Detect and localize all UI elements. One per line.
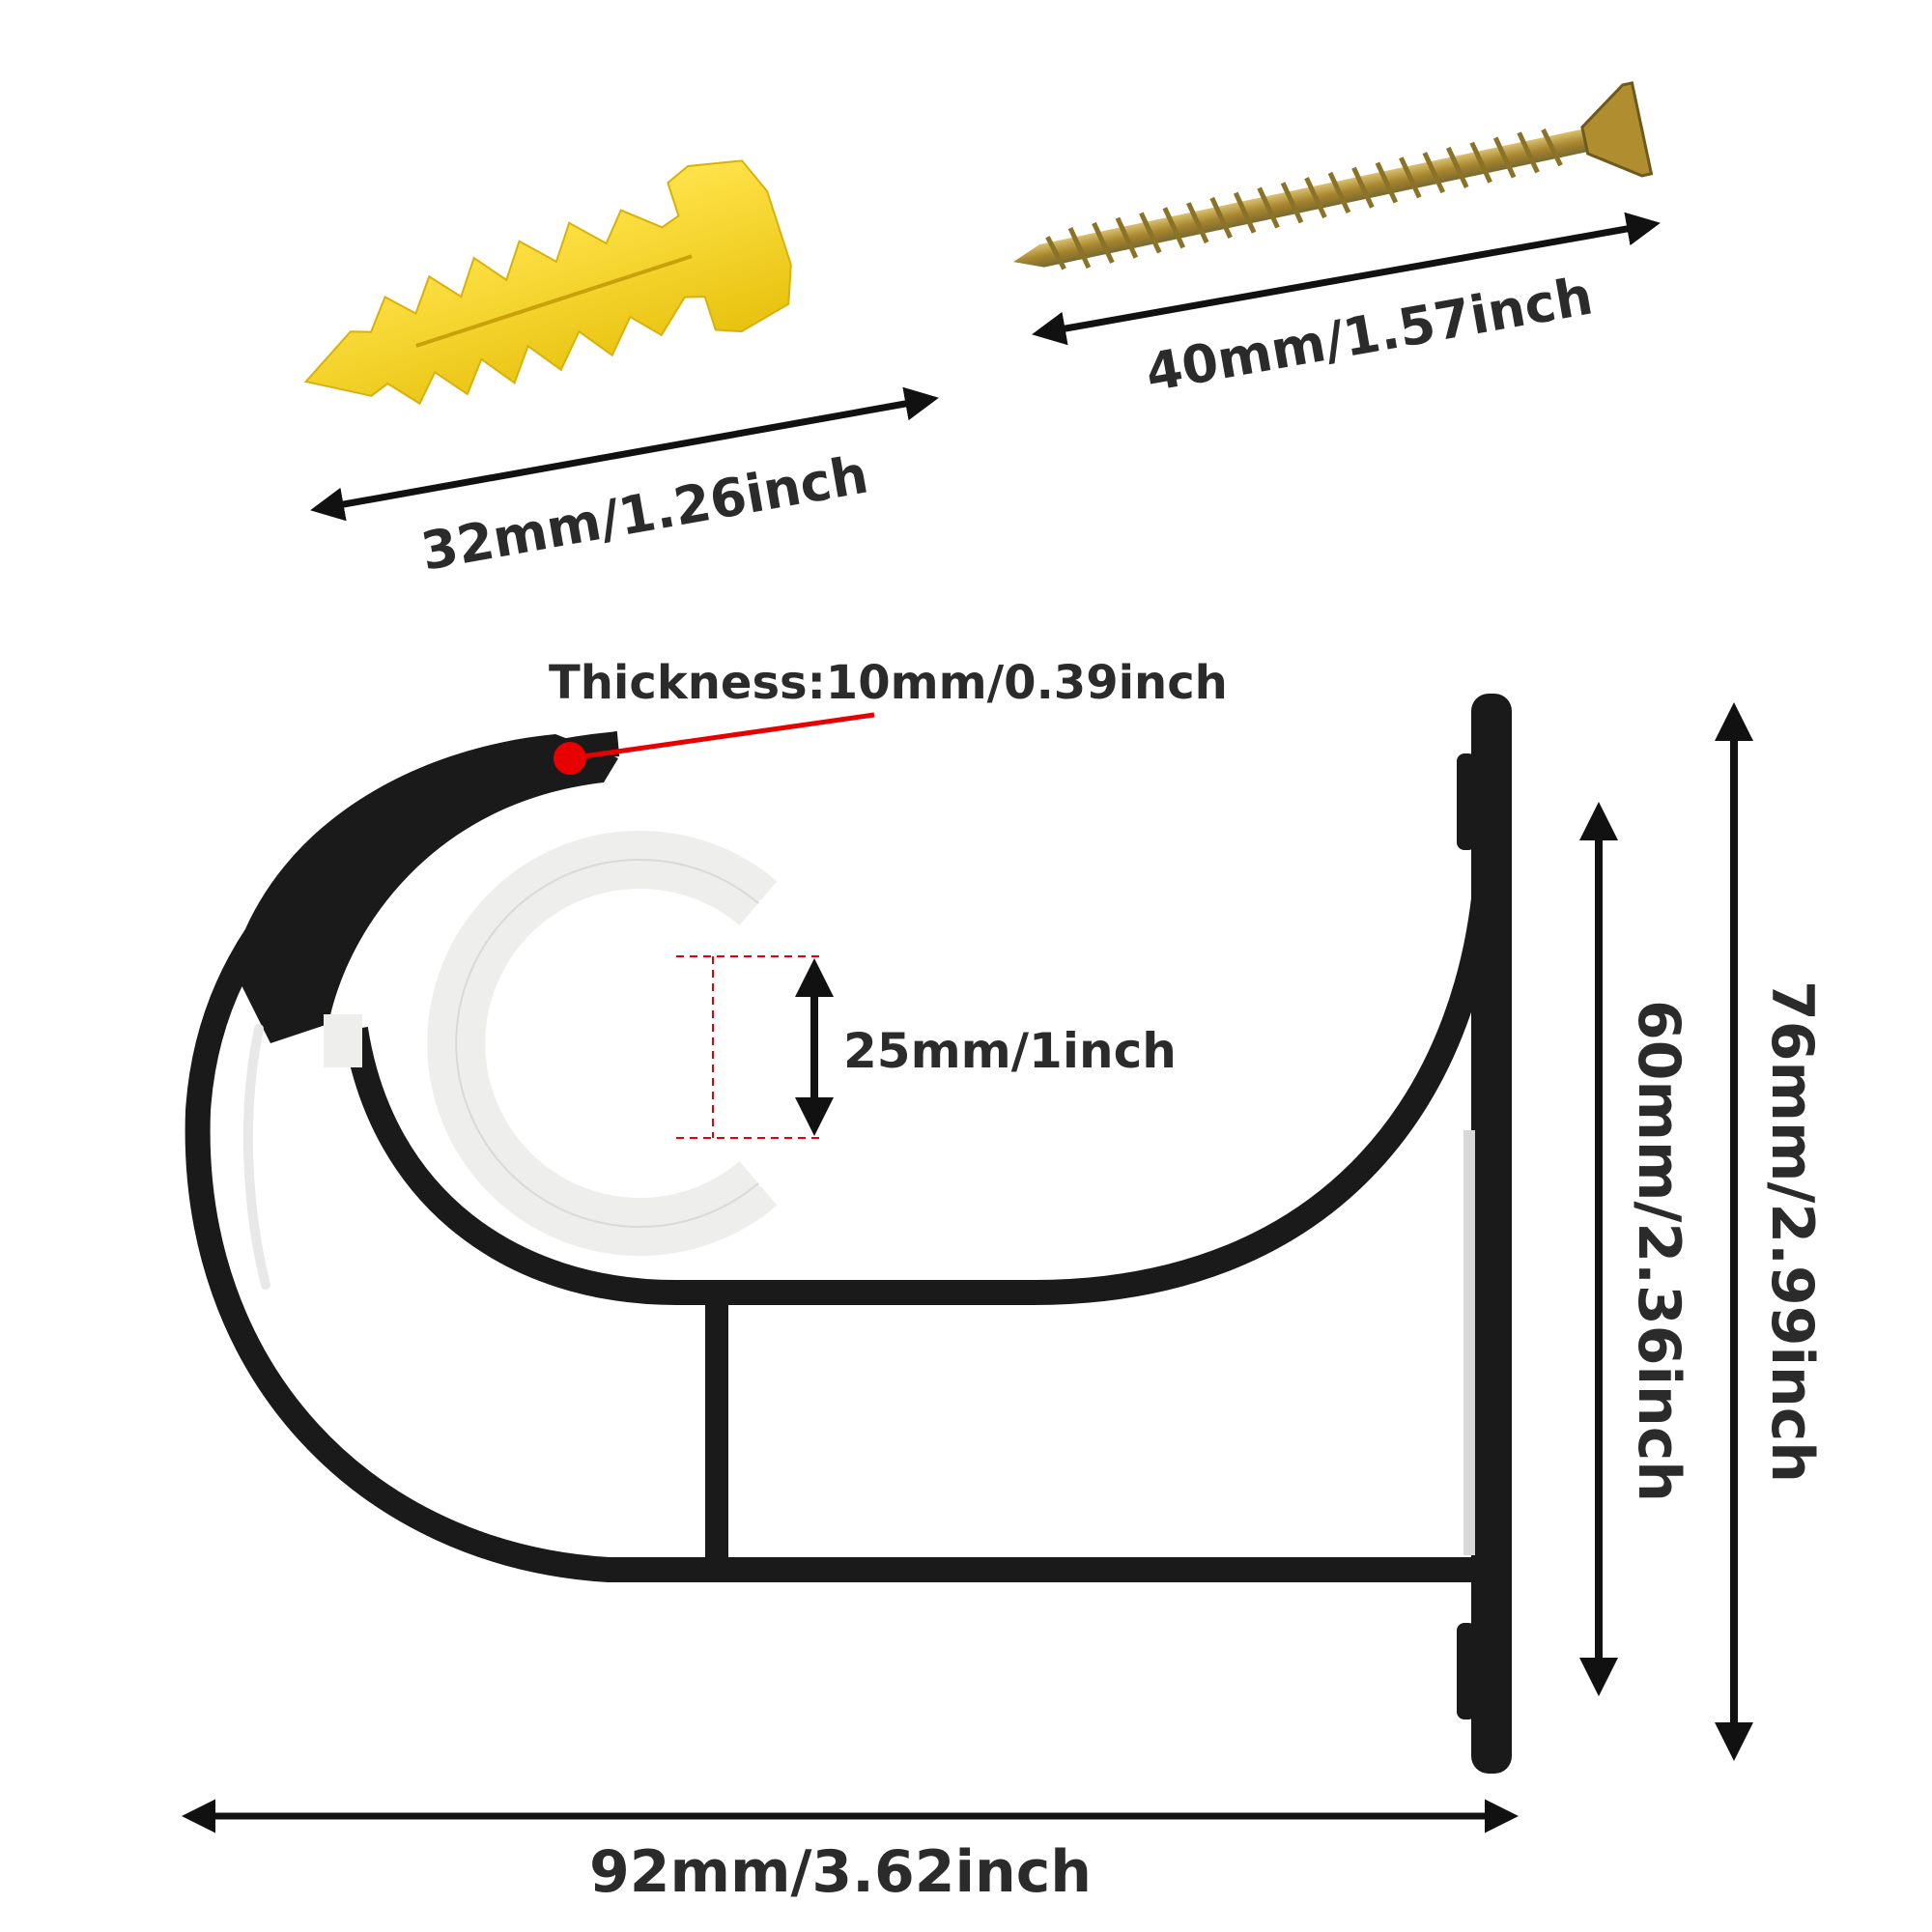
rod-diameter-label: 25mm/1inch (843, 1023, 1177, 1079)
width-label: 92mm/3.62inch (589, 1838, 1092, 1906)
thickness-pointer-line (569, 712, 875, 761)
screw-dimension-arrow (1032, 212, 1661, 346)
anchor-length-label: 32mm/1.26inch (416, 443, 872, 582)
curtain-rod-bracket (185, 694, 1512, 1774)
total-height-label: 76mm/2.99inch (1758, 980, 1826, 1483)
anchor-dimension-arrow (310, 386, 939, 522)
screw-length-label: 40mm/1.57inch (1141, 265, 1597, 403)
arm-height-label: 60mm/2.36inch (1625, 1000, 1692, 1502)
rod-clip-insert (324, 831, 778, 1256)
thickness-label: Thickness:10mm/0.39inch (549, 656, 1228, 710)
thickness-marker-dot (554, 742, 586, 775)
wall-anchor (303, 159, 792, 406)
rod-diameter-guides (676, 955, 821, 1139)
